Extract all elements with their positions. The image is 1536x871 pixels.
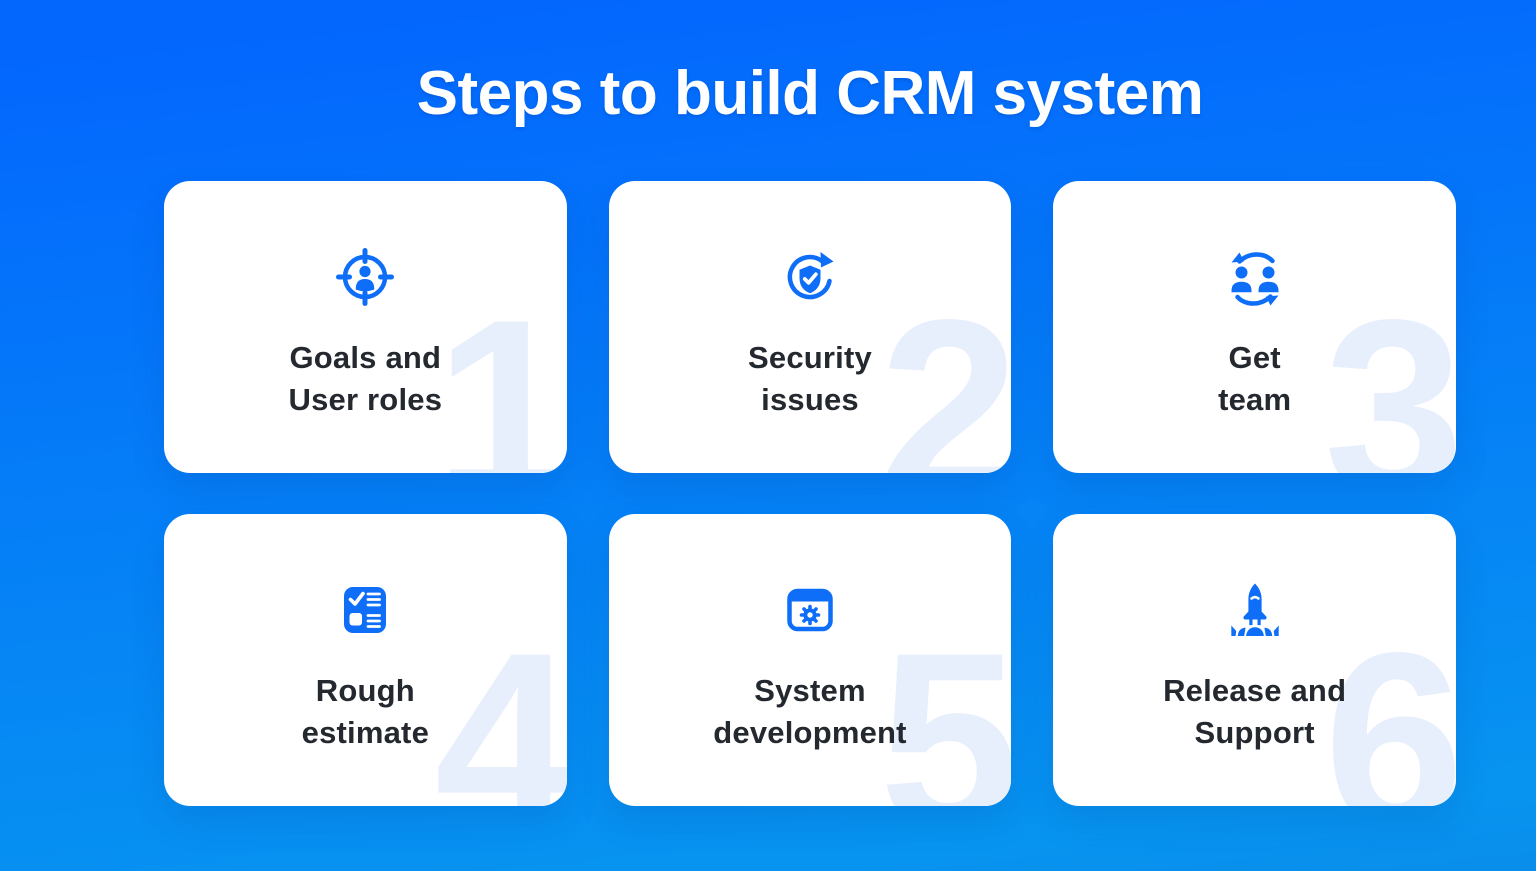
step-card-security-issues: Security issues 2 [608,181,1012,474]
rocket-launch-icon [1223,578,1287,642]
shield-refresh-icon [778,245,842,309]
step-card-release-support: Release and Support 6 [1053,514,1456,806]
step-number-watermark: 2 [879,268,1012,474]
step-number-watermark: 1 [434,268,567,474]
step-number-watermark: 3 [1323,268,1456,474]
steps-grid: Goals and User roles 1 Security issues 2 [164,181,1456,806]
step-card-get-team: Get team 3 [1053,181,1456,473]
step-label: Security issues [748,340,872,418]
step-label: Release and Support [1163,673,1347,751]
step-number-watermark: 6 [1323,601,1456,807]
step-label: Get team [1218,340,1292,418]
step-card-rough-estimate: Rough estimate 4 [164,514,567,806]
window-gear-icon [778,578,842,642]
step-card-system-development: System development 5 [608,514,1012,807]
checklist-icon [333,578,397,642]
step-number-watermark: 5 [879,601,1012,807]
user-target-icon [333,245,397,309]
step-card-goals-user-roles: Goals and User roles 1 [164,181,567,473]
team-exchange-icon [1223,245,1287,309]
step-label: Rough estimate [301,673,430,751]
page-title: Steps to build CRM system [416,59,1204,128]
step-label: System development [713,673,907,751]
step-number-watermark: 4 [434,601,567,807]
step-label: Goals and User roles [288,340,443,418]
